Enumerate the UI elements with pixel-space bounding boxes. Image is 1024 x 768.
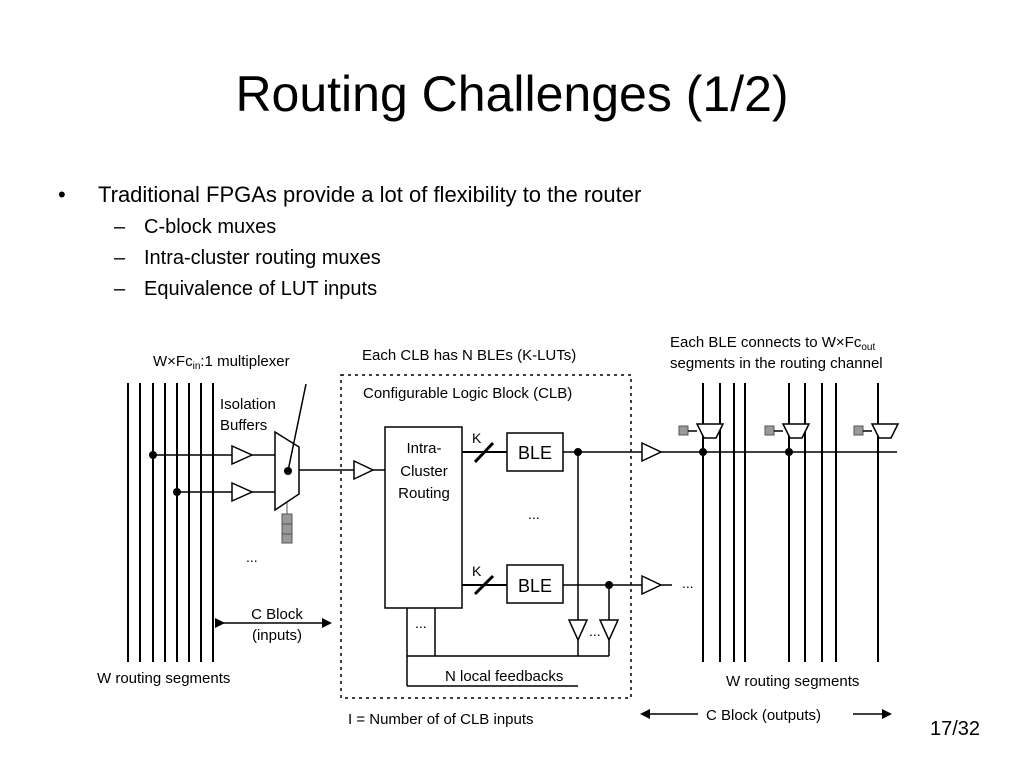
output-switch-icon	[678, 423, 725, 439]
c-block-outputs-label: C Block (outputs)	[706, 707, 821, 724]
junction-dot	[149, 451, 157, 459]
junction-dot	[699, 448, 707, 456]
c-block-inputs-label: C Block	[251, 606, 303, 623]
junction-dot	[173, 488, 181, 496]
bullet-item: • Traditional FPGAs provide a lot of fle…	[58, 178, 641, 212]
feedback-buffer-icon	[598, 619, 620, 642]
icr-label: Cluster	[400, 463, 448, 480]
page-number: 17/32	[930, 718, 981, 740]
clb-count-label: Each CLB has N BLEs (K-LUTs)	[362, 347, 576, 364]
sub-bullet-marker: –	[114, 216, 126, 238]
clb-title-label: Configurable Logic Block (CLB)	[363, 385, 572, 402]
feedback-buffer-icon	[567, 619, 589, 642]
icr-label: Intra-	[406, 440, 441, 457]
ble-label: BLE	[518, 576, 552, 596]
isolation-label: Isolation	[220, 396, 276, 413]
mux-config-bits-icon	[281, 503, 293, 544]
mux-label: W×Fcin:1 multiplexer	[153, 353, 290, 372]
ble-connect-label: segments in the routing channel	[670, 355, 883, 372]
k-label: K	[472, 430, 482, 446]
ellipsis: ...	[528, 506, 540, 522]
bullet-list: • Traditional FPGAs provide a lot of fle…	[58, 178, 641, 305]
sub-bullet-text: Equivalence of LUT inputs	[144, 278, 378, 300]
left-routing-channel	[127, 383, 214, 662]
bullet-marker: •	[58, 182, 66, 207]
output-switch-icon	[764, 423, 811, 439]
ellipsis: ...	[589, 623, 601, 639]
input-connection-lines	[153, 454, 385, 493]
output-buffer-icon	[641, 441, 663, 463]
c-block-inputs-label: (inputs)	[252, 627, 302, 644]
ellipsis: ...	[246, 549, 258, 565]
isolation-buffer-icon	[231, 481, 254, 503]
clb-inputs-label: I = Number of of CLB inputs	[348, 711, 534, 728]
sub-bullet-text: C-block muxes	[144, 216, 277, 238]
k-input-bus	[462, 441, 507, 596]
output-switch-icon	[853, 423, 900, 439]
w-segments-left-label: W routing segments	[97, 670, 230, 687]
sub-bullet-item: – C-block muxes	[58, 212, 641, 243]
ellipsis: ...	[415, 615, 427, 631]
sub-bullet-item: – Intra-cluster routing muxes	[58, 243, 641, 274]
ble-label: BLE	[518, 443, 552, 463]
ellipsis: ...	[682, 575, 694, 591]
intra-cluster-routing-box	[384, 426, 463, 609]
junction-dot	[785, 448, 793, 456]
output-buffer-icon	[641, 574, 663, 596]
sub-bullet-text: Intra-cluster routing muxes	[144, 247, 381, 269]
junction-dot	[605, 581, 613, 589]
bullet-text: Traditional FPGAs provide a lot of flexi…	[98, 182, 642, 207]
w-segments-right-label: W routing segments	[726, 673, 859, 690]
sub-bullet-marker: –	[114, 278, 126, 300]
icr-label: Routing	[398, 485, 450, 502]
slide-title: Routing Challenges (1/2)	[235, 66, 789, 122]
k-label: K	[472, 563, 482, 579]
buffer-icon	[353, 459, 375, 481]
sub-bullet-marker: –	[114, 247, 126, 269]
local-feedbacks-label: N local feedbacks	[445, 668, 563, 685]
mux-callout-line	[287, 383, 307, 472]
clb-boundary	[340, 374, 632, 699]
junction-dot	[574, 448, 582, 456]
ble-connect-label: Each BLE connects to W×Fcout	[670, 334, 875, 353]
sub-bullet-item: – Equivalence of LUT inputs	[58, 274, 641, 305]
isolation-buffer-icon	[231, 444, 254, 466]
right-routing-channel	[702, 383, 879, 662]
isolation-label: Buffers	[220, 417, 267, 434]
